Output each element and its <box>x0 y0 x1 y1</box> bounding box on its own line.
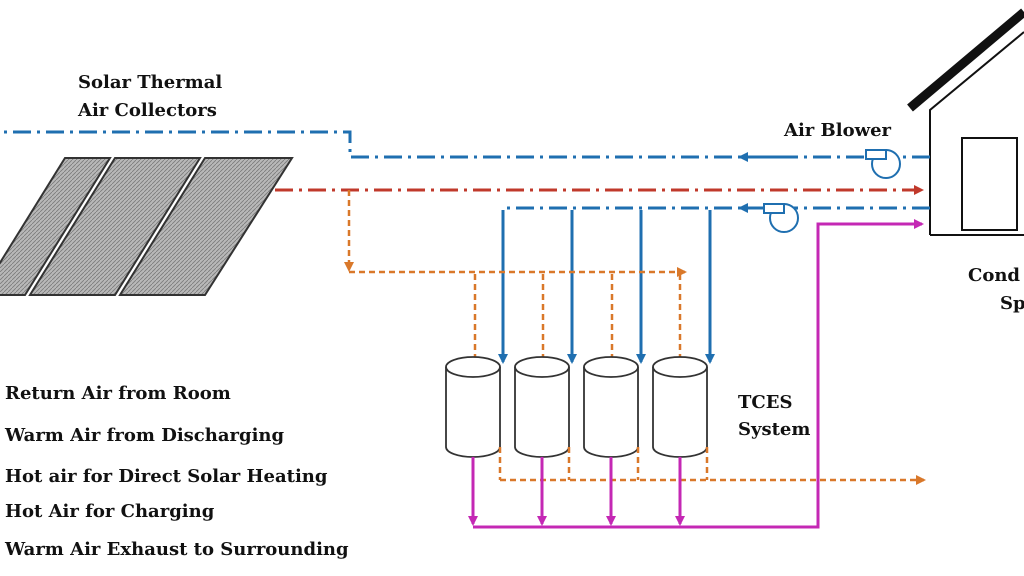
legend-warm-air-discharging: Warm Air from Discharging <box>4 425 284 446</box>
collector-panel-2 <box>28 157 202 296</box>
legend-return-air: Return Air from Room <box>5 383 231 404</box>
tces-tank-3 <box>583 356 639 458</box>
legend-warm-air-exhaust: Warm Air Exhaust to Surrounding <box>4 539 349 560</box>
conditioned-space-house <box>907 8 1024 236</box>
tces-label-line2: System <box>738 419 810 440</box>
house-roof <box>907 8 1024 112</box>
house-outline <box>929 31 1024 235</box>
tces-label-line1: TCES <box>738 392 792 413</box>
return-air-line <box>0 130 930 159</box>
tces-tank-1 <box>445 356 501 458</box>
tces-tank-4 <box>652 356 708 458</box>
solar-collectors <box>0 157 294 296</box>
conditioned-space-label-line1: Cond <box>968 265 1020 286</box>
air-blower-fan-top <box>865 149 901 179</box>
exhaust-collector-line <box>473 219 924 529</box>
conditioned-space-label-line2: Sp <box>1000 293 1024 314</box>
collectors-label-line1: Solar Thermal <box>78 72 222 93</box>
collector-panel-3 <box>118 157 294 296</box>
house-door <box>961 137 1018 231</box>
legend-direct-solar-heating: Hot air for Direct Solar Heating <box>5 466 328 487</box>
air-blower-fan-bottom <box>763 203 799 233</box>
collector-panel-1 <box>0 157 112 296</box>
tces-tank-2 <box>514 356 570 458</box>
air-blower-label: Air Blower <box>783 120 892 141</box>
legend-hot-air-charging: Hot Air for Charging <box>5 501 215 522</box>
collectors-label-line2: Air Collectors <box>77 100 217 121</box>
